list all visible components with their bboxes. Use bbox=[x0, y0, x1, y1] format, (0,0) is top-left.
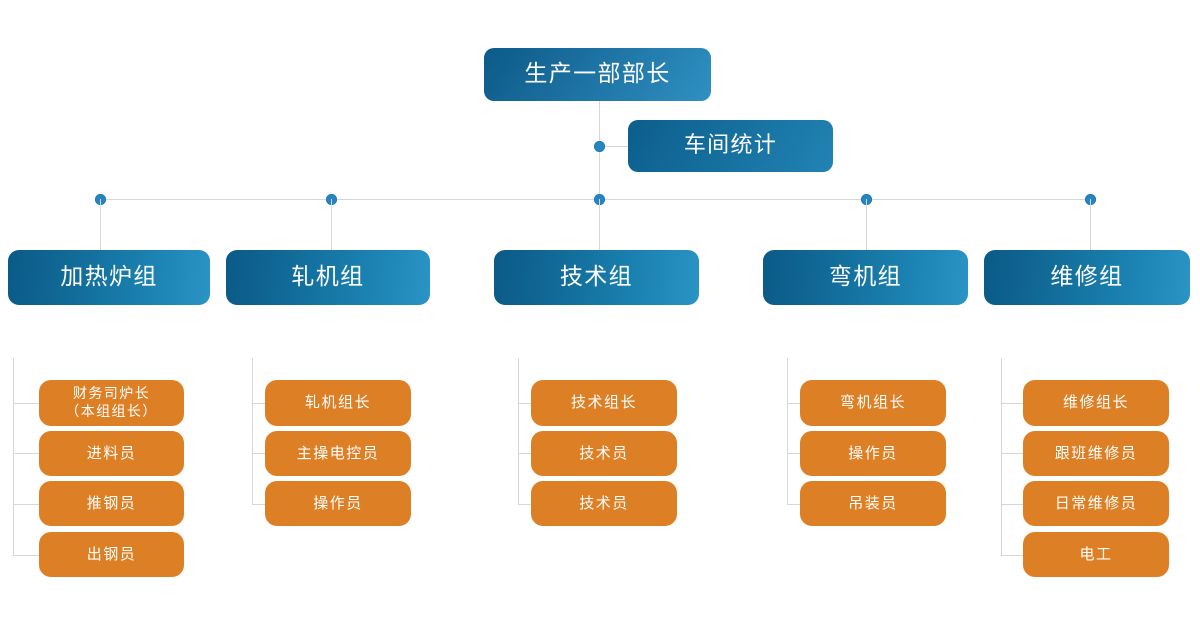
group-drop-line-1 bbox=[100, 199, 101, 250]
node-group-3[interactable]: 技术组 bbox=[494, 250, 699, 305]
member-spine-2 bbox=[252, 358, 253, 504]
node-member-2-2[interactable]: 主操电控员 bbox=[265, 431, 411, 476]
node-member-1-4[interactable]: 出钢员 bbox=[39, 532, 184, 577]
node-member-5-3[interactable]: 日常维修员 bbox=[1023, 481, 1169, 526]
node-member-2-3[interactable]: 操作员 bbox=[265, 481, 411, 526]
member-stub-1-1 bbox=[13, 403, 39, 404]
node-workshop-statistics[interactable]: 车间统计 bbox=[628, 120, 833, 172]
node-member-5-1[interactable]: 维修组长 bbox=[1023, 380, 1169, 426]
group-drop-line-4 bbox=[866, 199, 867, 250]
member-stub-1-4 bbox=[13, 555, 39, 556]
node-member-3-3[interactable]: 技术员 bbox=[531, 481, 677, 526]
node-member-1-1[interactable]: 财务司炉长 （本组组长） bbox=[39, 380, 184, 426]
member-stub-5-4 bbox=[1001, 555, 1027, 556]
node-member-3-2[interactable]: 技术员 bbox=[531, 431, 677, 476]
node-group-4[interactable]: 弯机组 bbox=[763, 250, 968, 305]
node-group-2[interactable]: 轧机组 bbox=[226, 250, 430, 305]
member-stub-1-3 bbox=[13, 504, 39, 505]
group-drop-line-5 bbox=[1090, 199, 1091, 250]
node-member-1-3[interactable]: 推钢员 bbox=[39, 481, 184, 526]
member-spine-4 bbox=[787, 358, 788, 504]
node-department-head[interactable]: 生产一部部长 bbox=[484, 48, 711, 101]
node-member-5-4[interactable]: 电工 bbox=[1023, 532, 1169, 577]
node-member-4-1[interactable]: 弯机组长 bbox=[800, 380, 946, 426]
member-stub-1-2 bbox=[13, 453, 39, 454]
node-member-4-2[interactable]: 操作员 bbox=[800, 431, 946, 476]
node-group-5[interactable]: 维修组 bbox=[984, 250, 1190, 305]
member-spine-5 bbox=[1001, 358, 1002, 555]
node-member-3-1[interactable]: 技术组长 bbox=[531, 380, 677, 426]
group-drop-line-3 bbox=[599, 199, 600, 250]
member-spine-3 bbox=[518, 358, 519, 504]
member-stub-5-1 bbox=[1001, 403, 1027, 404]
node-member-2-1[interactable]: 轧机组长 bbox=[265, 380, 411, 426]
node-member-1-2[interactable]: 进料员 bbox=[39, 431, 184, 476]
member-spine-1 bbox=[13, 358, 14, 555]
node-member-5-2[interactable]: 跟班维修员 bbox=[1023, 431, 1169, 476]
member-stub-5-3 bbox=[1001, 504, 1027, 505]
node-member-4-3[interactable]: 吊装员 bbox=[800, 481, 946, 526]
staff-branch-dot bbox=[594, 141, 605, 152]
group-drop-line-2 bbox=[331, 199, 332, 250]
node-group-1[interactable]: 加热炉组 bbox=[8, 250, 210, 305]
staff-branch-line bbox=[599, 146, 631, 147]
member-stub-5-2 bbox=[1001, 453, 1027, 454]
